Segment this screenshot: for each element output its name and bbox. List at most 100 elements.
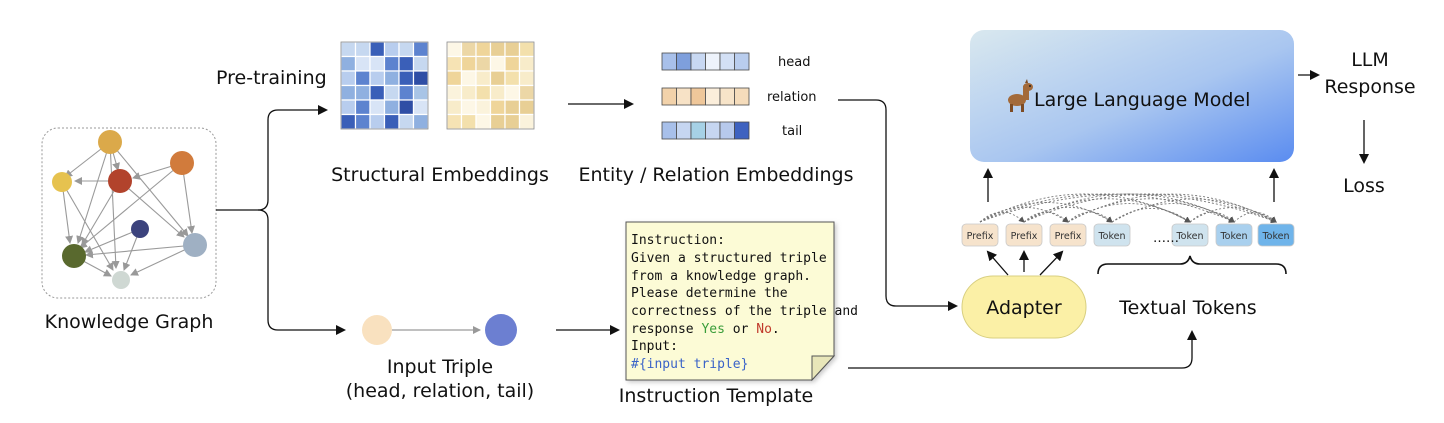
token-box [1257,223,1295,247]
kg-node [112,271,130,289]
yellow-grid-cell [489,84,506,101]
head-vec-cell [690,52,706,71]
note-line: Please determine the [631,286,788,301]
input-triple: Input Triple (head, relation, tail) [346,314,534,402]
arrow-template-to-tokens [848,330,1197,369]
yellow-grid-cell [475,55,492,72]
emb-head-label: head [778,55,810,70]
entity-relation-embeddings-label: Entity / Relation Embeddings [578,164,853,186]
blue-grid-cell [340,84,357,101]
kg-node [98,130,122,154]
rel-vec-cell [690,87,706,106]
tail-vec-cell [719,121,735,140]
llm-box: Large Language Model [970,30,1294,162]
kg-node [183,233,207,257]
yellow-grid-cell [446,84,463,101]
attention-arc [1067,203,1191,223]
kg-node [170,151,194,175]
blue-grid-cell [398,99,415,116]
attention-arc [1111,203,1235,223]
kg-branch-arrows [216,105,346,335]
yellow-grid-cell [489,70,506,87]
arrow-embeddings-to-adapter [838,99,958,311]
knowledge-graph: Knowledge Graph [41,127,217,333]
textual-tokens-brace [1097,255,1287,275]
note-fold [811,355,836,382]
llm-title: Large Language Model [1034,89,1250,111]
blue-grid-cell [340,113,357,130]
tail-vec-cell [690,121,706,140]
structural-embeddings-label: Structural Embeddings [331,164,549,186]
rel-vec-cell [734,87,750,106]
rel-vec-cell [676,87,692,106]
yellow-grid-cell [504,84,521,101]
yellow-grid-cell [446,99,463,116]
yellow-grid-cell [460,84,477,101]
blue-grid-cell [340,99,357,116]
kg-node [52,172,72,192]
token-label: Token [1261,231,1289,242]
yellow-grid-cell [504,41,521,58]
tail-vec-cell [734,121,750,140]
yellow-grid-cell [489,113,506,130]
attention-arc [1023,211,1069,223]
token-box [1215,223,1253,247]
yellow-grid-cell [504,70,521,87]
attention-arc [979,193,1277,224]
instruction-template-label: Instruction Template [619,385,813,407]
note-yes: Yes [701,322,724,337]
token-ellipsis: …… [1153,231,1179,246]
yellow-grid-cell [475,113,492,130]
blue-grid-cell [369,70,386,87]
note-response-text: response [631,322,701,337]
blue-grid-border [340,41,429,130]
rel-vec-cell [661,87,677,106]
blue-grid-cell [369,99,386,116]
attention-arc [1067,193,1277,223]
token-box [961,223,999,247]
head-vec-cell [719,52,735,71]
note-line: response Yes or No. [631,322,780,337]
note-period: . [772,322,780,337]
attention-arc [1067,211,1113,223]
yellow-grid-cell [489,55,506,72]
rel-vec-cell [705,87,721,106]
input-triple-title: Input Triple [387,356,493,378]
yellow-grid-cell [446,70,463,87]
blue-grid-cell [412,41,429,58]
blue-grid-cell [412,84,429,101]
structural-embedding-grid-blue [340,41,429,130]
attention-arc [979,193,1191,223]
blue-grid-cell [354,70,371,87]
attention-arc [1023,193,1235,223]
blue-grid-cell [340,70,357,87]
head-vec-cell [661,52,677,71]
attention-arc [1111,198,1277,223]
blue-grid-cell [340,55,357,72]
blue-grid-cell [398,41,415,58]
textual-tokens-label: Textual Tokens [1118,297,1256,319]
blue-grid-cell [354,113,371,130]
relation-embedding-vector [661,87,750,106]
kg-frame [41,127,217,299]
note-line: correctness of the triple and [631,304,858,319]
emb-relation-label: relation [767,90,817,105]
blue-grid-cell [369,113,386,130]
adapter-box [961,275,1087,339]
head-embedding-vector [661,52,750,71]
attention-arcs [979,193,1277,224]
token-label: Token [1097,231,1125,242]
note-line: Input: [631,339,678,354]
blue-grid-cell [398,84,415,101]
yellow-grid-cell [489,41,506,58]
yellow-grid-cell [518,84,535,101]
blue-grid-cell [412,55,429,72]
blue-grid-cell [412,70,429,87]
kg-node [108,169,132,193]
note-line: Instruction: [631,233,725,248]
blue-grid-cell [383,41,400,58]
head-vec-cell [676,52,692,71]
note-line: Given a structured triple [631,251,827,266]
yellow-grid-cell [475,41,492,58]
blue-grid-cell [383,55,400,72]
